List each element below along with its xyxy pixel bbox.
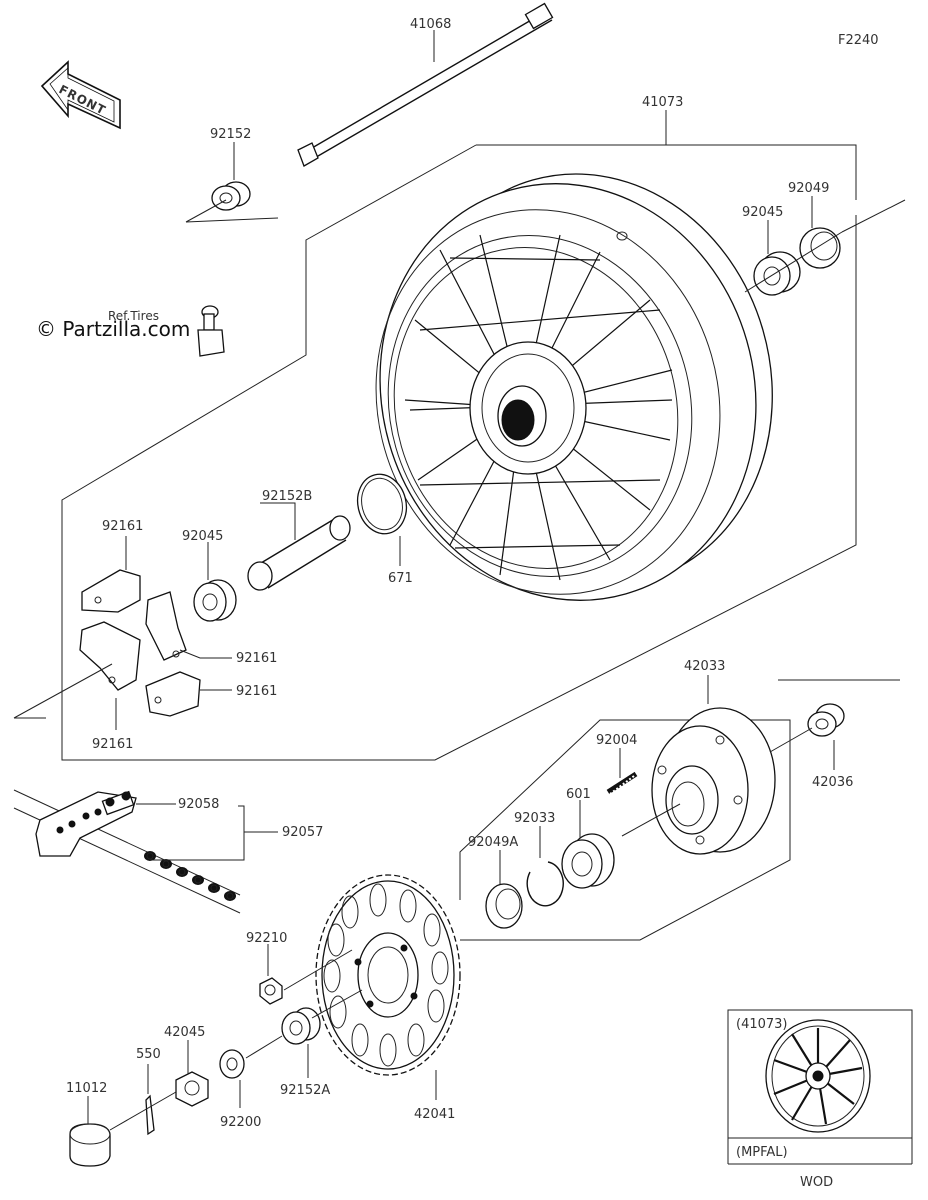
label-92057: 92057 bbox=[282, 825, 323, 840]
collar-92152a bbox=[281, 1007, 321, 1045]
inset-bottom-label: (MPFAL) bbox=[736, 1145, 788, 1160]
label-42041: 42041 bbox=[414, 1107, 455, 1122]
stud-92004 bbox=[606, 771, 638, 795]
label-41068: 41068 bbox=[410, 17, 451, 32]
ball-bearing-601 bbox=[561, 833, 615, 889]
label-41073: 41073 bbox=[642, 95, 683, 110]
inset-top-label: (41073) bbox=[736, 1017, 788, 1032]
inset-wheel-variant: (41073) (MPFAL) WOD bbox=[727, 1009, 913, 1190]
oil-seal-92049 bbox=[799, 227, 841, 269]
collar-92152 bbox=[211, 181, 251, 211]
label-42045: 42045 bbox=[164, 1025, 205, 1040]
sprocket-hub-42033 bbox=[651, 707, 776, 855]
front-arrow-icon: FRONT bbox=[40, 60, 121, 130]
cotter-pin-550 bbox=[145, 1094, 155, 1136]
ref-tires-note: Ref.Tires bbox=[108, 309, 159, 323]
rear-sprocket-42041 bbox=[315, 874, 461, 1076]
chain-joint-92058 bbox=[101, 790, 135, 816]
ball-bearing-92045-right bbox=[753, 251, 801, 296]
oil-seal-92049a bbox=[485, 883, 523, 929]
cap-11012 bbox=[69, 1123, 111, 1167]
inset-footer: WOD bbox=[800, 1175, 833, 1190]
watermark-text: © Partzilla.com bbox=[36, 317, 190, 341]
label-92049a: 92049A bbox=[468, 835, 518, 850]
label-42036: 42036 bbox=[812, 775, 853, 790]
ball-bearing-92045-left bbox=[193, 579, 237, 622]
label-92152-top: 92152 bbox=[210, 127, 251, 142]
label-671: 671 bbox=[388, 571, 413, 586]
o-ring-671 bbox=[356, 473, 408, 535]
washer-92200 bbox=[219, 1049, 245, 1079]
axle-41068 bbox=[297, 2, 554, 167]
label-92152b: 92152B bbox=[262, 489, 312, 504]
label-92161-a: 92161 bbox=[102, 519, 143, 534]
label-92049: 92049 bbox=[788, 181, 829, 196]
circlip-92033 bbox=[526, 861, 564, 907]
label-92200: 92200 bbox=[220, 1115, 261, 1130]
damper-92161-set bbox=[79, 569, 201, 717]
figure-code: F2240 bbox=[838, 33, 879, 48]
label-92058: 92058 bbox=[178, 797, 219, 812]
label-550: 550 bbox=[136, 1047, 161, 1062]
label-601: 601 bbox=[566, 787, 591, 802]
nut-92210 bbox=[259, 977, 283, 1005]
label-92045-left: 92045 bbox=[182, 529, 223, 544]
label-92045-right: 92045 bbox=[742, 205, 783, 220]
castle-nut-42045 bbox=[175, 1071, 209, 1107]
collar-92152b bbox=[247, 515, 351, 591]
label-92161-b: 92161 bbox=[236, 651, 277, 666]
rear-wheel-41073 bbox=[375, 173, 773, 601]
label-92152a: 92152A bbox=[280, 1083, 330, 1098]
label-92033: 92033 bbox=[514, 811, 555, 826]
label-42033: 42033 bbox=[684, 659, 725, 674]
label-92161-c: 92161 bbox=[236, 684, 277, 699]
label-92161-d: 92161 bbox=[92, 737, 133, 752]
label-92210: 92210 bbox=[246, 931, 287, 946]
tire-valve bbox=[197, 305, 225, 357]
collar-42036 bbox=[807, 703, 845, 737]
label-11012: 11012 bbox=[66, 1081, 107, 1096]
label-92004: 92004 bbox=[596, 733, 637, 748]
